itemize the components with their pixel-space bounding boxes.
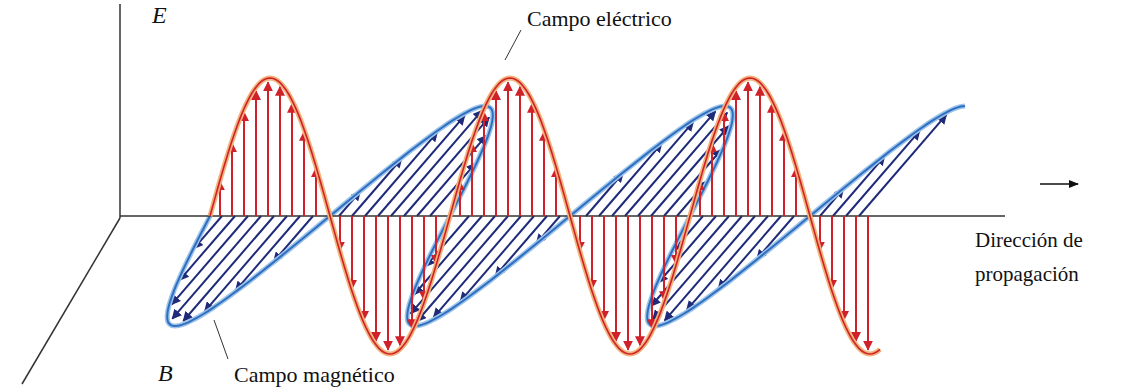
electric-vector [711, 143, 713, 216]
magnetic-vector [495, 216, 547, 276]
b-axis [22, 218, 120, 384]
electric-vector [291, 104, 293, 216]
propagation-axis [120, 215, 1005, 217]
electric-vector [723, 112, 725, 216]
magnetic-vector [236, 216, 301, 291]
electric-curve-glow [210, 78, 880, 354]
electric-vector [483, 112, 485, 216]
electric-vector [783, 132, 785, 216]
electric-vector [375, 216, 377, 341]
electric-vector [735, 91, 737, 216]
magnetic-vector [352, 159, 402, 217]
magnetic-vector [599, 143, 662, 216]
electric-vector [627, 216, 629, 350]
magnetic-vector [846, 131, 920, 216]
axis-label: E [152, 2, 167, 30]
electric-vector [363, 216, 365, 320]
e-axis [119, 4, 121, 218]
magnetic-vector [391, 110, 482, 216]
electric-vector [303, 132, 305, 216]
electric-vector [231, 143, 233, 216]
electric-vector [495, 91, 497, 216]
electric-vector [843, 216, 845, 320]
magnetic-vector [625, 111, 715, 216]
electric-vector [267, 82, 269, 216]
magnetic-vector [665, 216, 755, 321]
electric-vector [639, 216, 641, 345]
electric-curve [210, 78, 880, 354]
electric-vector [603, 216, 605, 320]
electric-vector [543, 132, 545, 216]
electric-vector [519, 87, 521, 216]
electric-vector [243, 112, 245, 216]
magnetic-vector [460, 216, 534, 301]
electric-vector [663, 216, 665, 300]
magnetic-vector [417, 216, 508, 322]
electric-vector [615, 216, 617, 341]
direction-label: Dirección de propagación [975, 224, 1120, 291]
magnetic-vector [183, 216, 274, 321]
electric-vector [867, 216, 869, 350]
electric-vector [411, 216, 413, 328]
electric-vector [423, 216, 425, 300]
electric-vector [351, 216, 353, 289]
electric-vector [507, 82, 509, 216]
electric-field-wave [210, 78, 880, 354]
magnetic-vector [833, 156, 885, 216]
electric-vector [531, 104, 533, 216]
axis-label: B [158, 360, 173, 388]
electric-vector [255, 91, 257, 216]
electric-vector [471, 143, 473, 216]
electric-vector [651, 216, 653, 328]
electric-vector [387, 216, 389, 350]
field-label: Campo magnético [234, 362, 395, 387]
electric-vector [771, 104, 773, 216]
electric-vector [747, 82, 749, 216]
leader-line [214, 320, 228, 359]
electric-vector [855, 216, 857, 341]
leader-line [505, 30, 521, 60]
electric-vector [399, 216, 401, 345]
magnetic-vector [718, 216, 781, 289]
electric-vector [591, 216, 593, 289]
electric-vector [831, 216, 833, 289]
field-label: Campo eléctrico [527, 6, 672, 31]
electric-vector [759, 87, 761, 216]
electric-vector [279, 87, 281, 216]
propagation-arrow [1040, 183, 1078, 185]
